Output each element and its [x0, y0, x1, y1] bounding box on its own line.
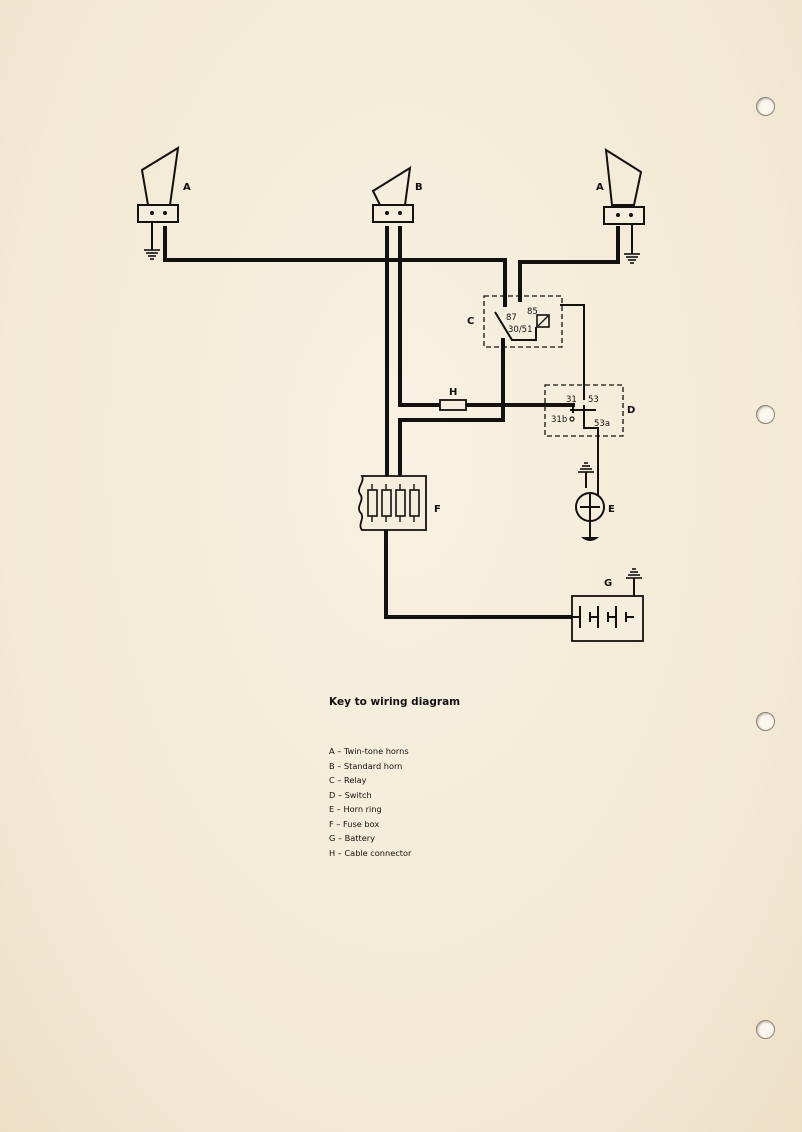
label-connector: H	[449, 387, 457, 398]
horn-terminal-block	[372, 204, 414, 223]
horn-a-right: A	[596, 148, 645, 264]
key-item: B – Standard horn	[329, 760, 403, 771]
key-item: D – Switch	[329, 789, 372, 800]
connector-icon	[439, 399, 467, 411]
horn-icon	[604, 148, 643, 206]
horn-icon	[140, 146, 180, 206]
key-item: F – Fuse box	[329, 818, 380, 829]
key-title: Key to wiring diagram	[329, 696, 461, 708]
wire-relay-to-fuse	[398, 338, 505, 480]
horn-a-left: A	[137, 146, 191, 260]
terminal-85: 85	[527, 307, 538, 317]
cable-connector-h: H	[439, 387, 467, 411]
label-switch: D	[627, 405, 635, 416]
key-item: H – Cable connector	[329, 847, 412, 858]
horn-ring-e: E	[575, 462, 615, 541]
terminal-53a: 53a	[594, 419, 610, 429]
label-horn-a-right: A	[596, 182, 604, 193]
horn-terminal-block	[603, 206, 645, 225]
key-item: C – Relay	[329, 775, 367, 785]
punch-hole	[756, 1020, 775, 1039]
label-battery: G	[604, 578, 612, 589]
wire-left-horn-to-relay	[163, 226, 507, 307]
ground-icon	[578, 462, 594, 473]
wire-right-horn-to-relay	[518, 226, 620, 302]
wire-fuse-to-battery	[384, 528, 574, 619]
label-horn-a-left: A	[183, 182, 191, 193]
switch-d: D 31 53 31b 53a	[544, 384, 635, 437]
ground-icon	[144, 249, 160, 260]
key-list: A – Twin-tone horns B – Standard horn C …	[329, 744, 411, 860]
key-item: E – Horn ring	[329, 804, 382, 814]
key-item: A – Twin-tone horns	[329, 746, 409, 756]
punch-hole	[756, 405, 775, 424]
fuse-box-f: F	[358, 475, 441, 531]
horn-terminal-block	[137, 204, 179, 223]
wire-horn-b-to-connector	[398, 226, 442, 407]
battery-g: G	[571, 568, 644, 642]
horn-icon	[371, 166, 412, 206]
relay-outline	[483, 295, 563, 348]
key-item: G – Battery	[329, 833, 375, 843]
punch-hole	[756, 712, 775, 731]
label-relay: C	[467, 316, 474, 327]
label-horn-ring: E	[608, 504, 615, 515]
battery-cell-icons	[572, 606, 634, 628]
terminal-31b: 31b	[551, 415, 567, 425]
horn-ring-base-icon	[581, 537, 599, 541]
wires	[163, 226, 620, 619]
wire-switch-to-horn-ring	[583, 418, 599, 500]
terminal-53: 53	[588, 395, 599, 405]
wire-relay-85-to-switch-53	[560, 304, 585, 400]
terminal-31: 31	[566, 395, 577, 405]
label-fuse-box: F	[434, 504, 441, 515]
terminal-30-51: 30/51	[508, 325, 533, 335]
relay-contact	[494, 311, 537, 341]
switch-outline	[544, 384, 624, 437]
relay-c: C 87 85 30/51	[467, 295, 563, 348]
terminal-87: 87	[506, 313, 517, 323]
label-horn-b: B	[415, 182, 423, 193]
horn-b-center: B	[371, 166, 423, 223]
switch-contact-icon	[570, 405, 596, 418]
ground-icon	[624, 253, 640, 264]
ground-icon	[626, 568, 642, 579]
punch-hole	[756, 97, 775, 116]
